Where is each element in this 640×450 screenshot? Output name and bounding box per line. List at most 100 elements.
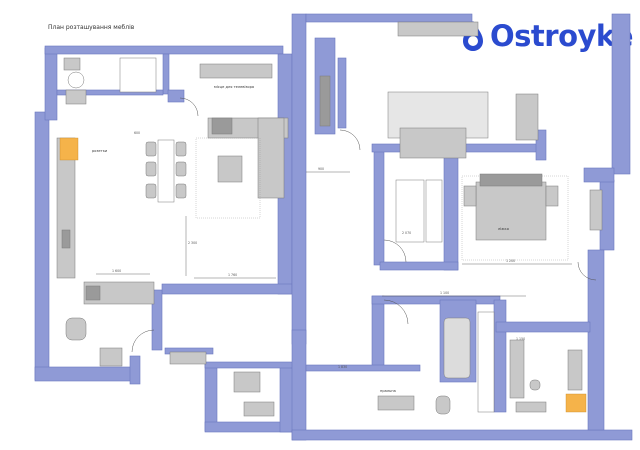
wall-bedroom-window	[583, 167, 615, 183]
wall-right-apt-left	[291, 13, 307, 345]
wall-bath-left	[371, 295, 385, 367]
wardrobe-b	[425, 179, 443, 243]
label-bath: пральна	[380, 389, 396, 393]
door-swings	[131, 97, 597, 353]
tv-cabinet	[199, 63, 273, 79]
coffee-table	[217, 155, 243, 183]
wall-bath-right	[151, 289, 163, 351]
dining-chair-5	[175, 161, 187, 177]
balcony-table	[67, 71, 85, 89]
dim-text-i: 1 830	[338, 365, 347, 369]
fridge-accent	[59, 137, 79, 161]
lower-cabinet	[169, 351, 207, 365]
balcony-chair-bottom	[65, 89, 87, 105]
wall-right-apt-left-lower	[291, 329, 307, 441]
wall-bath-top	[371, 295, 501, 305]
wall-right-apt-bottom	[291, 429, 633, 441]
balcony-chair-top	[63, 57, 81, 71]
wall-right-outer-low	[587, 249, 605, 431]
wall-lower-top	[204, 361, 294, 369]
wall-column-a	[167, 89, 185, 103]
office-accent	[565, 393, 587, 413]
dining-chair-2	[145, 161, 157, 177]
wall-mid-horizontal	[161, 283, 293, 295]
dining-chair-6	[175, 183, 187, 199]
sofa-right	[399, 127, 467, 159]
toilet-right	[435, 395, 451, 415]
wall-bedroom-mid	[443, 149, 459, 271]
left-walls	[34, 45, 294, 433]
sofa-cushion	[211, 117, 233, 135]
wall-lower-hall	[305, 364, 421, 372]
dimension-lines	[96, 171, 572, 297]
bedroom-rug	[461, 175, 569, 261]
page-title: План розташування меблів	[48, 24, 135, 31]
furniture	[56, 21, 603, 417]
dim-text-f: 900	[318, 167, 324, 171]
walkin-closet	[477, 311, 495, 413]
hall-cabinet	[319, 75, 331, 127]
wall-partition-a	[337, 57, 347, 129]
wall-top	[44, 45, 284, 55]
wall-office-top	[495, 321, 591, 333]
accents	[59, 137, 587, 413]
lower-bench	[243, 401, 275, 417]
office-shelf	[509, 339, 525, 399]
dim-text-e: 1 200	[506, 259, 515, 263]
wall-lower-divider	[204, 363, 218, 432]
balcony-storage	[119, 57, 157, 93]
label-kitchen-note: розетки	[92, 149, 108, 153]
wall-bedroom-left	[373, 144, 385, 266]
door-swing-b	[383, 239, 407, 263]
nightstand-left	[463, 185, 477, 207]
label-bed: ліжко	[498, 227, 509, 231]
door-swing-a	[339, 129, 361, 151]
wall-left-outer	[34, 111, 50, 381]
dim-text-a: 1 600	[112, 269, 121, 273]
brand-logo[interactable]: Ostroyke	[462, 14, 634, 58]
dim-text-d: 1 100	[440, 291, 449, 295]
wall-balcony-right	[162, 53, 170, 95]
wall-right-outer-top	[611, 13, 631, 175]
dim-text-c: 1 760	[228, 273, 237, 277]
washer-left	[99, 347, 123, 367]
dining-chair-1	[145, 141, 157, 157]
rugs	[195, 137, 569, 261]
door-swing-e	[131, 329, 155, 353]
living-rug	[195, 137, 261, 219]
toilet-left	[65, 317, 87, 341]
wardrobe-a	[395, 179, 425, 243]
wall-lower-right	[279, 363, 294, 433]
armchair-right	[515, 93, 539, 141]
nightstand-right	[545, 185, 559, 207]
wall-wardrobe-right	[493, 299, 507, 413]
bathtub	[443, 317, 471, 379]
bed-headboard	[479, 173, 543, 187]
door-swing-c	[383, 299, 409, 325]
bath-vanity	[377, 395, 415, 411]
dim-text-b: 2 300	[188, 241, 197, 245]
office-chair	[529, 379, 541, 391]
wall-right-apt-top	[305, 13, 473, 23]
bed	[475, 181, 547, 241]
office-bench	[515, 401, 547, 413]
wall-balcony-left	[44, 47, 58, 121]
sofa-chaise	[257, 117, 285, 199]
brand-name: Ostroyke	[490, 19, 634, 53]
wall-left-bottom	[34, 366, 134, 382]
wall-bedroom-bottom	[379, 261, 459, 271]
dining-chair-4	[175, 141, 187, 157]
door-swing-f	[179, 97, 199, 117]
kitchen-sink	[85, 285, 101, 301]
bedroom-desk	[589, 189, 603, 231]
door-swing-d	[577, 261, 597, 281]
label-tv-place: місце для телевізора	[214, 85, 254, 89]
top-wardrobe	[397, 21, 479, 37]
wall-bedroom-top-right	[535, 129, 547, 161]
lower-appliance	[233, 371, 261, 393]
dining-chair-3	[145, 183, 157, 199]
dim-text-j: 1 150	[516, 337, 525, 341]
office-desk	[567, 349, 583, 391]
dim-text-h: 2 070	[402, 231, 411, 235]
